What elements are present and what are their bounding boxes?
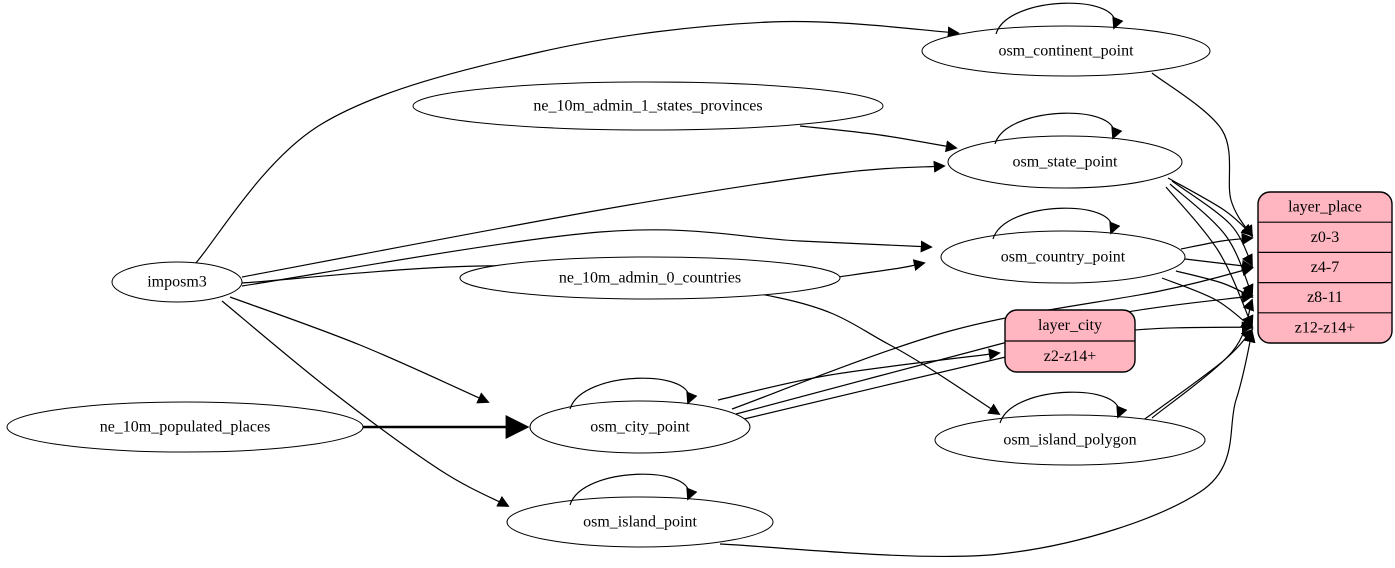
edge-osm_continent_point-self-loop <box>995 2 1124 35</box>
layer_place-row-z8-11: z8-11 <box>1307 289 1343 306</box>
edge-osm_island_point-to-layer_place-z12-z14+ <box>719 330 1256 558</box>
node-osm_country_point: osm_country_point <box>940 207 1186 284</box>
edge-osm_country_point-self-loop <box>992 207 1121 240</box>
layer_place-row-z12-z14+: z12-z14+ <box>1295 319 1356 336</box>
edge-osm_country_point-to-layer_place-z12-z14+ <box>1161 277 1254 330</box>
osm_continent_point-shape <box>921 25 1211 77</box>
edge-osm_country_point-to-layer_place-z4-7 <box>1184 258 1254 272</box>
node-osm_city_point: osm_city_point <box>529 377 751 454</box>
ne_10m_populated_places-shape <box>6 401 364 453</box>
osm_island_polygon-shape <box>934 414 1206 466</box>
edge-osm_island_polygon-to-layer_place-z8-11 <box>1151 298 1254 419</box>
edge-osm_island_polygon-to-layer_place-z12-z14+ <box>1141 328 1254 422</box>
edge-osm_island_polygon-self-loop <box>999 391 1128 424</box>
edge-imposm3-to-osm_city_point <box>229 296 490 404</box>
edge-osm_country_point-to-layer_place-z0-3 <box>1180 233 1254 250</box>
layer_place-row-header: layer_place <box>1288 199 1362 216</box>
node-ne_10m_populated_places: ne_10m_populated_places <box>6 401 364 453</box>
osm_state_point-label: osm_state_point <box>1013 154 1118 171</box>
ne_10m_populated_places-label: ne_10m_populated_places <box>100 419 271 436</box>
node-imposm3: imposm3 <box>111 261 243 303</box>
node-ne_10m_admin_1_states_provinces: ne_10m_admin_1_states_provinces <box>412 81 884 131</box>
osm_island_point-shape <box>506 496 774 548</box>
osm_island_polygon-label: osm_island_polygon <box>1003 432 1136 449</box>
layer_place-row-z0-3: z0-3 <box>1311 229 1339 246</box>
edge-osm_state_point-to-layer_place-z4-7 <box>1171 180 1253 267</box>
layer_city-row-z2-z14+: z2-z14+ <box>1044 348 1097 365</box>
edge-imposm3-to-osm_country_point <box>241 229 933 287</box>
node-osm_state_point: osm_state_point <box>947 112 1183 189</box>
ne_10m_admin_1_states_provinces-label: ne_10m_admin_1_states_provinces <box>533 98 762 115</box>
osm_city_point-shape <box>529 400 751 454</box>
node-layer_city: layer_city z2-z14+ <box>1004 309 1136 373</box>
node-layer_place: layer_place z0-3 z4-7 z8-11 z12-z14+ <box>1257 191 1393 344</box>
imposm3-shape <box>111 261 243 303</box>
edge-osm_city_point-to-layer_place-z8-11 <box>735 291 1254 415</box>
node-osm_island_polygon: osm_island_polygon <box>934 391 1206 466</box>
node-osm_island_point: osm_island_point <box>506 473 774 548</box>
edge-osm_state_point-to-layer_place-z0-3 <box>1167 177 1254 237</box>
osm_state_point-shape <box>947 135 1183 189</box>
edge-osm_continent_point-to-layer_place-z0-3 <box>1151 72 1253 238</box>
osm_country_point-shape <box>940 230 1186 284</box>
layer_place-row-z4-7: z4-7 <box>1311 259 1339 276</box>
osm_island_point-label: osm_island_point <box>583 514 697 531</box>
edge-osm_island_point-self-loop <box>569 473 698 506</box>
node-osm_continent_point: osm_continent_point <box>921 2 1211 77</box>
node-layer: imposm3 ne_10m_admin_1_states_provincesne… <box>6 2 1393 548</box>
ne_10m_admin_1_states_provinces-shape <box>412 81 884 131</box>
ne_10m_admin_0_countries-label: ne_10m_admin_0_countries <box>559 270 741 287</box>
ne_10m_admin_0_countries-shape <box>459 256 841 300</box>
osm_continent_point-label: osm_continent_point <box>998 43 1134 60</box>
edge-osm_city_point-self-loop <box>569 377 698 410</box>
edge-osm_city_point-to-layer_place-z12-z14+ <box>739 321 1254 421</box>
osm_country_point-label: osm_country_point <box>1001 249 1126 266</box>
edge-osm_country_point-to-layer_place-z8-11 <box>1175 270 1254 299</box>
imposm3-label: imposm3 <box>147 274 207 291</box>
edge-osm_city_point-to-layer_city-z2-z14+ <box>717 348 1001 401</box>
layer_city-row-header: layer_city <box>1038 317 1102 334</box>
edge-imposm3-to-osm_state_point <box>241 160 946 278</box>
edge-ne_10m_admin_0_countries-to-osm_country_point <box>837 259 926 278</box>
edge-osm_state_point-self-loop <box>994 112 1123 145</box>
edge-imposm3-to-osm_continent_point <box>194 20 960 265</box>
edge-osm_state_point-to-layer_place-z8-11 <box>1169 183 1254 297</box>
edge-ne_10m_admin_1_states_provinces-to-osm_state_point <box>799 125 958 153</box>
osm_city_point-label: osm_city_point <box>590 419 690 436</box>
node-ne_10m_admin_0_countries: ne_10m_admin_0_countries <box>459 256 841 300</box>
layer_place-shape <box>1257 191 1393 344</box>
edge-imposm3-to-osm_island_point <box>221 300 510 507</box>
